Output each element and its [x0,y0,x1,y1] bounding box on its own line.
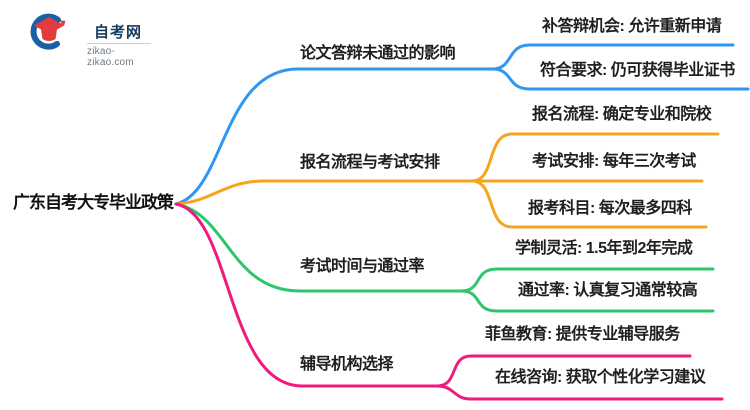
logo-domain: zikao-zikao.com [87,46,134,68]
leaf-node-signup-process[interactable]: 报名流程: 确定专业和院校 [532,106,712,123]
leaf-node-certificate[interactable]: 符合要求: 仍可获得毕业证书 [540,62,735,79]
leaf-node-flexible-duration[interactable]: 学制灵活: 1.5年到2年完成 [515,240,693,257]
branch-node-thesis[interactable]: 论文答辩未通过的影响 [300,45,456,62]
leaf-node-online-consult[interactable]: 在线咨询: 获取个性化学习建议 [495,369,706,386]
site-logo: 自考网 zikao-zikao.com [28,8,158,68]
branch-node-examtime[interactable]: 考试时间与通过率 [300,258,425,275]
graduation-cap-icon [30,13,66,50]
leaf-node-feiyu-education[interactable]: 菲鱼教育: 提供专业辅导服务 [485,326,680,343]
branch-lines-registration [174,132,720,229]
logo-title: 自考网 [94,24,143,41]
leaf-node-exam-schedule[interactable]: 考试安排: 每年三次考试 [532,153,696,170]
branch-lines-thesis [174,43,750,206]
branch-node-tutoring[interactable]: 辅导机构选择 [300,356,394,373]
branch-lines-tutoring [174,202,724,401]
leaf-node-subjects[interactable]: 报考科目: 每次最多四科 [528,200,692,217]
root-node[interactable]: 广东自考大专毕业政策 [13,193,174,212]
logo-divider [87,43,151,44]
branch-node-registration[interactable]: 报名流程与考试安排 [300,154,440,171]
branch-lines-examtime [174,202,715,313]
leaf-node-pass-rate[interactable]: 通过率: 认真复习通常较高 [518,282,698,299]
leaf-node-redefense[interactable]: 补答辩机会: 允许重新申请 [542,18,722,35]
